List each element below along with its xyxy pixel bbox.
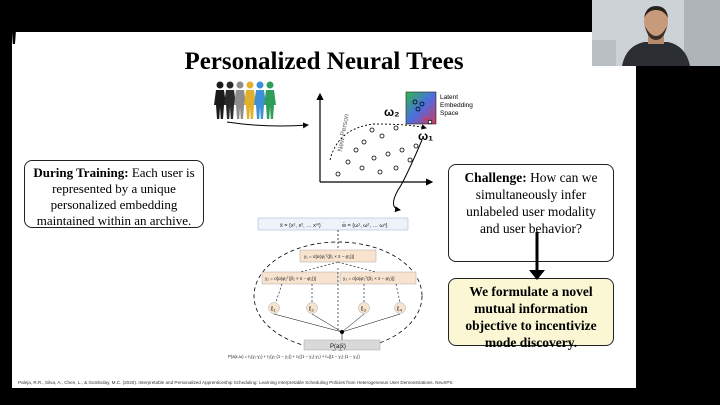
slide: Personalized Neural Trees During Trainin… — [12, 32, 636, 388]
leaf-4: ℓ₄ — [396, 306, 402, 313]
latent-label-2: Embedding — [440, 102, 473, 109]
slide-title: Personalized Neural Trees — [184, 48, 464, 75]
challenge-box: Challenge: How can we simultaneously inf… — [448, 164, 614, 262]
challenge-text: How can we simultaneously infer unlabele… — [466, 170, 598, 236]
formula-text: P(a|x,ω) = ℓ₁(y₁·y₂) + ℓ₂(y₁·(1 − y₂)) +… — [228, 354, 360, 359]
latent-label-3: Space — [440, 110, 459, 117]
latent-label-1: Latent — [440, 94, 458, 101]
omega2-label: ω₂ — [384, 105, 399, 119]
output-label: P(a|x̄) — [330, 344, 346, 350]
leaf-2: ℓ₂ — [308, 306, 314, 313]
leaf-1: ℓ₁ — [270, 306, 276, 313]
during-training-box: During Training: Each user is represente… — [24, 160, 204, 228]
leaf-3: ℓ₃ — [360, 306, 366, 313]
tree-boundary — [253, 241, 423, 351]
tree-node-right — [339, 271, 417, 285]
tree-node-left — [261, 271, 339, 285]
output-bar — [303, 339, 381, 351]
omega1-label: ω₁ — [418, 129, 433, 143]
formulate-box: We formulate a novel mutual information … — [448, 278, 614, 350]
new-person-label: New Person — [337, 113, 351, 152]
webcam-feed — [592, 0, 720, 66]
equation-x: x̄ = {x¹, x², … xᵐ} — [280, 223, 321, 229]
training-text: Each user is represented by a unique per… — [36, 165, 195, 228]
tree-node-right-label: y₃ = σ[α(φ̄₃ᵀ(β̄₃ × x̄ − φ̄₃))] — [343, 276, 394, 281]
presenter-avatar — [592, 0, 720, 66]
citation-footer: Paleja, R.R., Silva, A., Chen, L., & Gom… — [18, 380, 453, 385]
tree-node-top — [299, 249, 377, 263]
tree-node-top-label: y₁ = σ[α(φ̄₁ᵀ(β̄₁ × x̄ − φ̄₁))] — [304, 254, 354, 259]
equation-w: w̄ = {ω¹, ω², … ωⁿ} — [341, 222, 388, 229]
training-heading: During Training: — [33, 165, 129, 180]
challenge-heading: Challenge: — [464, 170, 527, 185]
tree-node-left-label: y₂ = σ[α(φ̄₂ᵀ(β̄₂ × x̄ − φ̄₂))] — [265, 276, 316, 281]
scatter-points — [335, 99, 433, 177]
latent-space-square — [405, 91, 437, 125]
equation-bar — [257, 217, 409, 231]
